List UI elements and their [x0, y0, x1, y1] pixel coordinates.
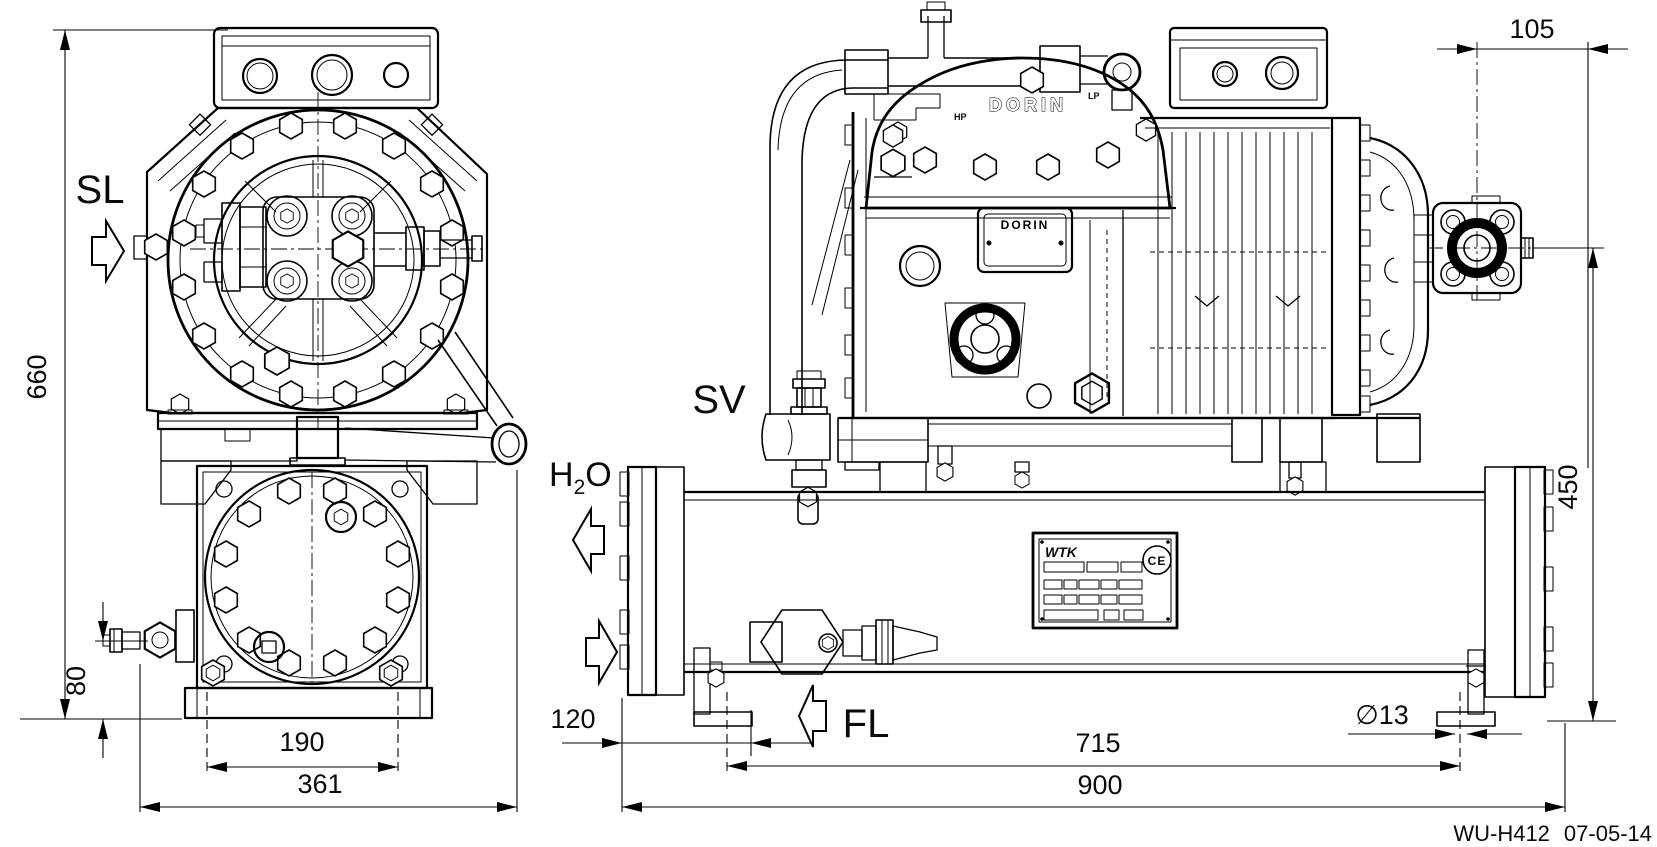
front-suction-downpipe: [344, 331, 528, 466]
dim-foot-spacing-side: 715: [726, 692, 1461, 776]
nameplate-fields: [1043, 561, 1144, 621]
side-terminal-box: [1102, 26, 1329, 111]
condenser-shell: [619, 465, 1554, 727]
dim-text-361: 361: [297, 769, 342, 799]
head-brand-text: DORIN: [989, 95, 1067, 115]
compressor-nameplate-text: DORIN: [1001, 218, 1050, 232]
front-valve-block: [195, 202, 267, 292]
compressor-nameplate: [976, 206, 1074, 274]
condenser-plug: [252, 630, 286, 664]
hp-label: HP: [954, 112, 967, 122]
water-label: H2O: [549, 456, 612, 499]
front-base: [183, 686, 434, 720]
dim-overall-width: 361: [139, 470, 518, 812]
dim-text-105: 105: [1509, 14, 1554, 44]
cable-gland-hole: [382, 61, 410, 89]
front-shaft-hub: [262, 195, 375, 302]
cable-gland-hole: [241, 57, 279, 95]
ce-mark-circle: [1142, 545, 1172, 575]
front-main-flange: [166, 108, 470, 412]
dim-text-190: 190: [279, 727, 324, 757]
cable-gland-hole: [310, 53, 354, 97]
dim-text-120: 120: [550, 704, 595, 734]
side-view: DORIN HP LP DORIN: [619, 1, 1554, 727]
motor-end-bell: [1369, 136, 1430, 407]
dim-text-80: 80: [61, 666, 91, 696]
suction-service-valve: [761, 370, 831, 525]
dim-overall-length: 900: [622, 723, 1566, 812]
suction-line-label: SL: [76, 168, 125, 212]
front-shaft-stub: [374, 226, 483, 271]
liquid-line-label: FL: [843, 702, 890, 746]
liquid-line-valve: [749, 609, 938, 675]
front-view: [102, 26, 528, 720]
motor-housing: [1140, 116, 1434, 417]
dim-overall-height: 660: [20, 29, 228, 720]
hub-bolt: [266, 195, 308, 237]
condenser-right-end: [1484, 465, 1554, 699]
dim-text-450: 450: [1553, 464, 1583, 509]
side-body-left-edge: [811, 112, 867, 418]
dim-discharge-height: 450: [1427, 247, 1616, 722]
hub-bolt: [266, 260, 308, 302]
condenser-left-end: [619, 465, 685, 697]
flow-labels: SL SV H2O FL: [76, 168, 890, 748]
ce-mark-text: CE: [1148, 554, 1167, 568]
dim-discharge-setback: 105: [1437, 14, 1628, 468]
dimensions: 660 80 190 361: [20, 14, 1628, 812]
suction-flow-arrow: [91, 217, 126, 285]
dim-foot-hole-diameter: ∅13: [1348, 700, 1522, 739]
dim-text-900: 900: [1077, 770, 1122, 800]
left-foot-bracket: [693, 647, 753, 727]
oil-sight-glass: [898, 244, 942, 288]
cylinder-head: DORIN HP LP: [860, 56, 1176, 219]
dim-text-660: 660: [22, 354, 52, 399]
dim-text-d13: ∅13: [1355, 700, 1409, 730]
right-foot-bracket: [1436, 649, 1496, 727]
dim-text-715: 715: [1075, 728, 1120, 758]
water-in-arrow: [585, 617, 619, 687]
condenser-brand-text: WTK: [1045, 544, 1078, 560]
water-out-arrow: [571, 505, 605, 575]
suction-valve-label: SV: [692, 378, 746, 422]
dim-foot-spacing-front: 190: [206, 692, 399, 774]
oil-pump: [944, 302, 1026, 378]
lp-label: LP: [1088, 91, 1100, 101]
mounting-rail: [837, 413, 1421, 496]
side-suction-line: [769, 1, 1108, 415]
dim-drain-height: 80: [61, 602, 148, 758]
liquid-flow-arrow: [797, 684, 827, 748]
dim-liquid-valve-setback: 120: [550, 698, 812, 812]
condenser-plug: [324, 500, 358, 534]
condenser-nameplate: WTK CE: [1031, 531, 1179, 630]
front-terminal-box: [212, 26, 440, 110]
